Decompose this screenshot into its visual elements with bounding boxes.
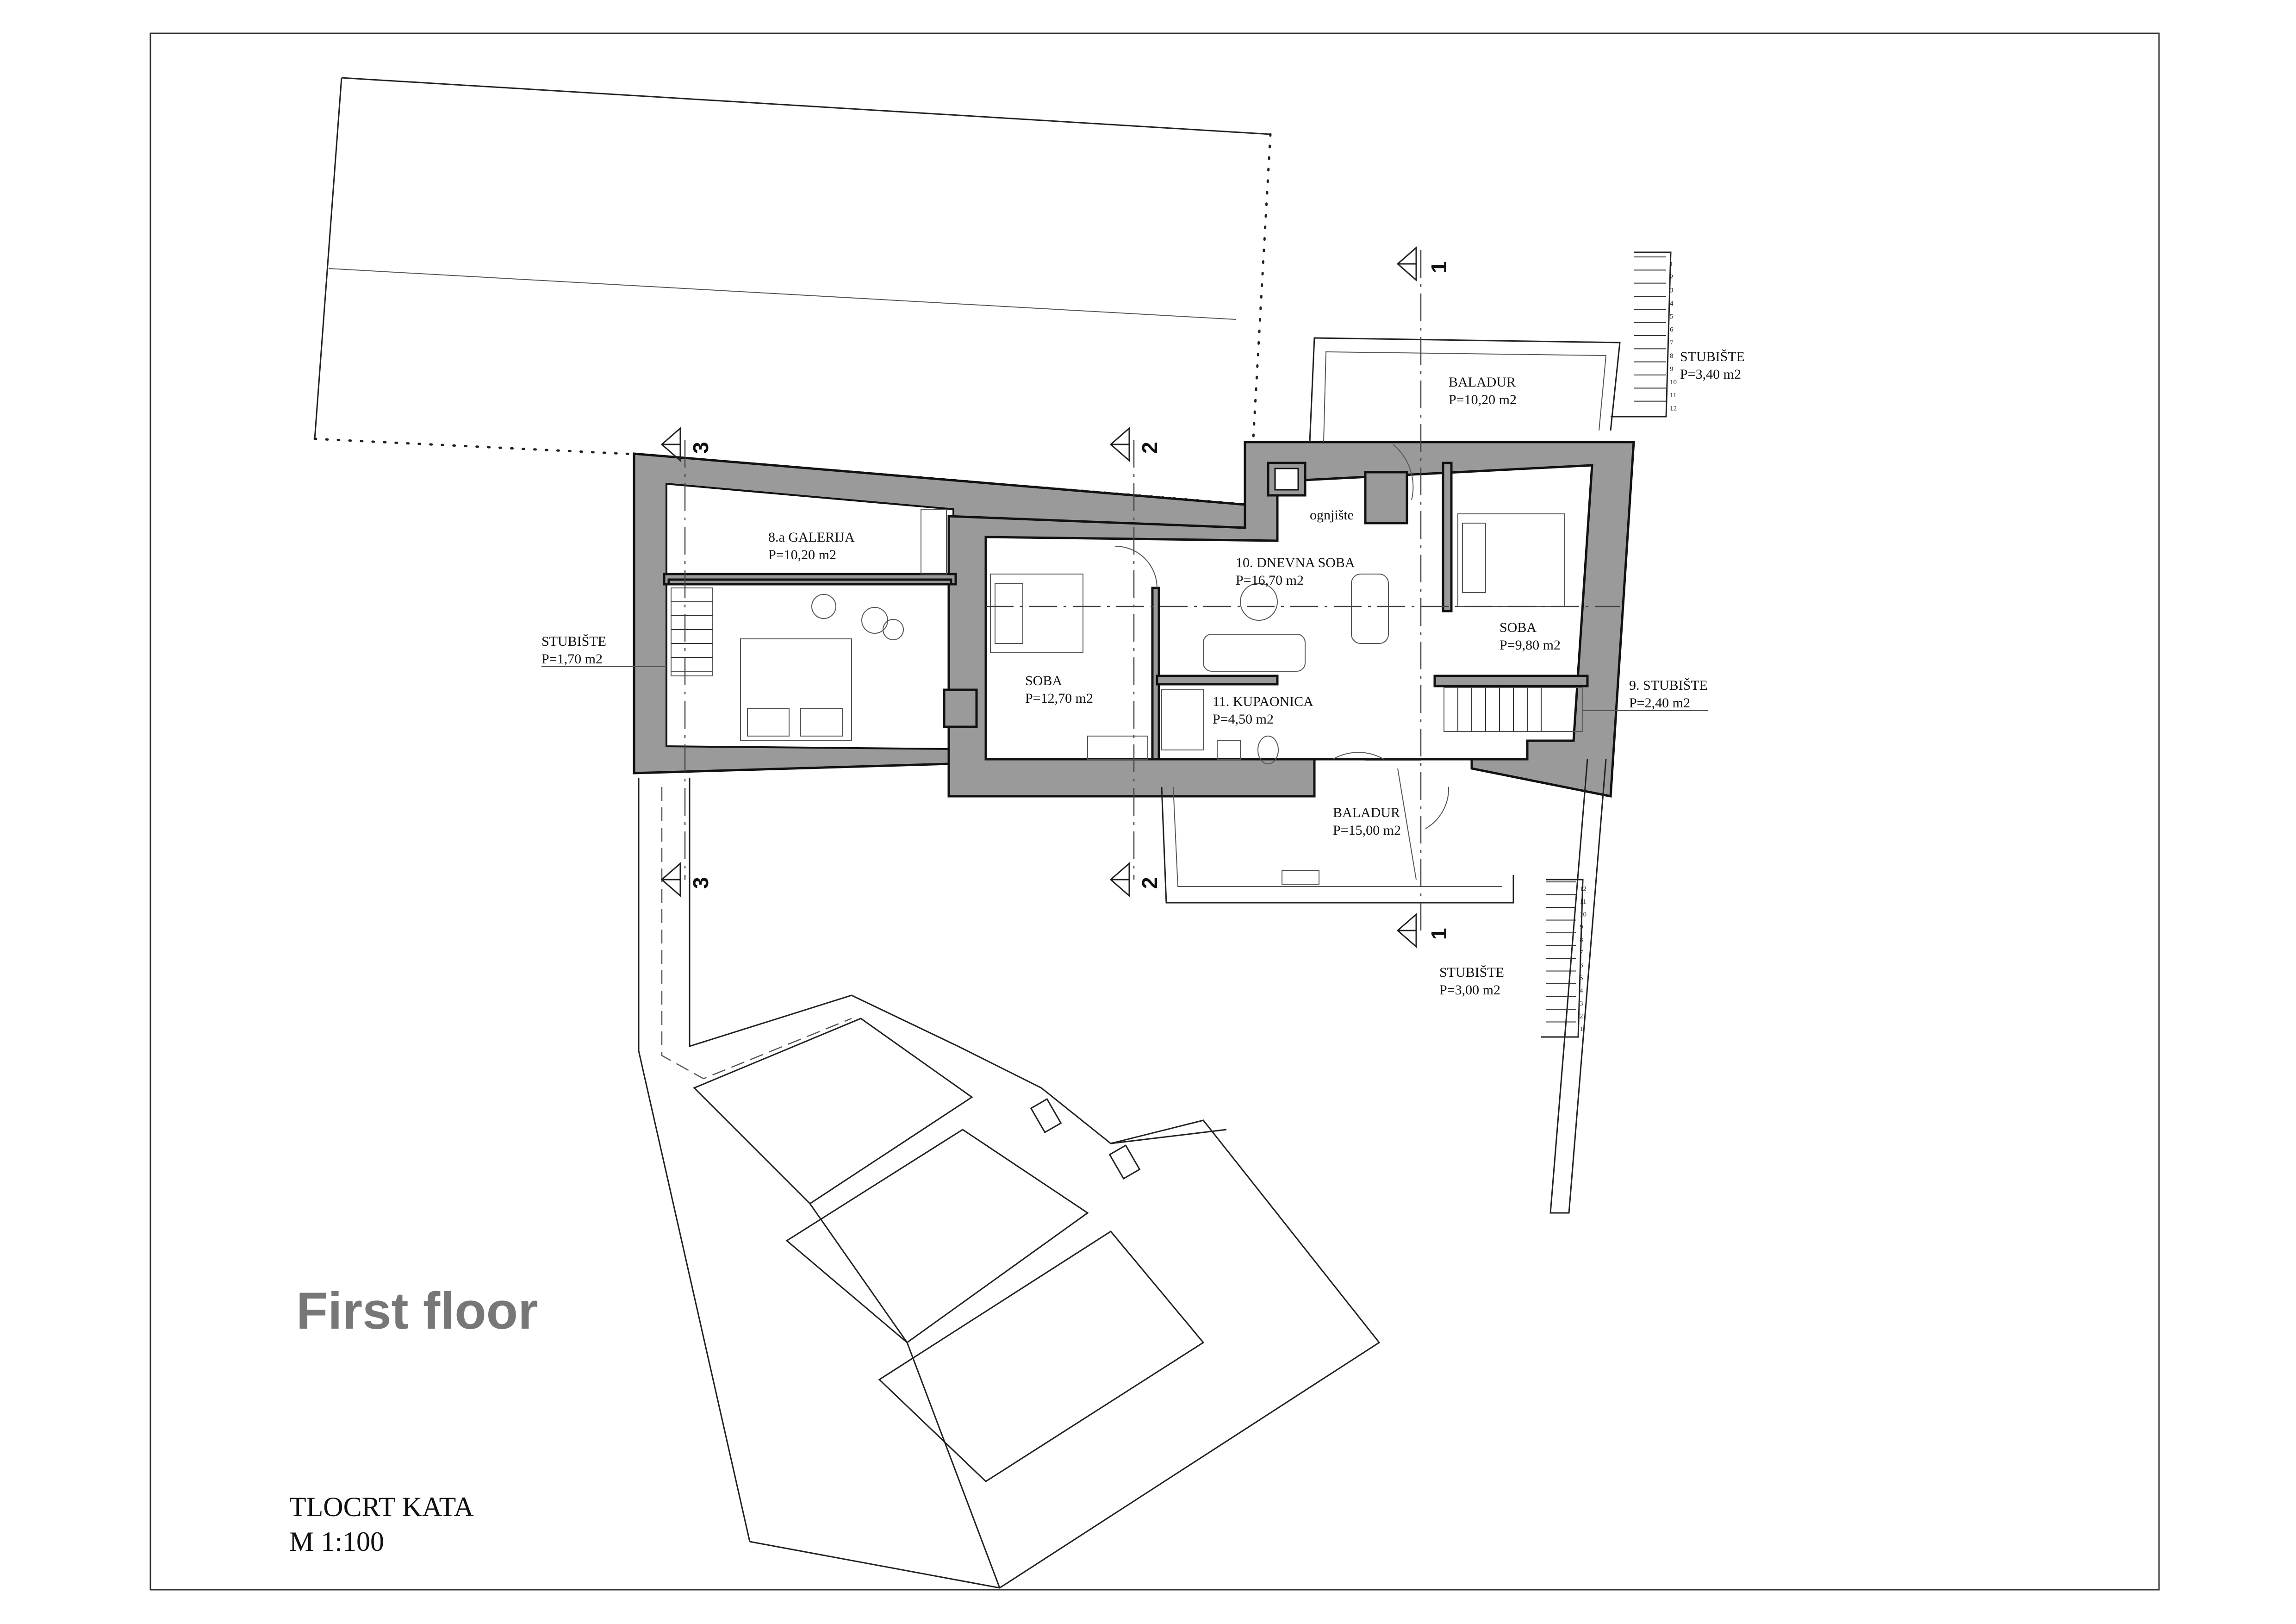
- stair-bottom-step-number: 5: [1580, 974, 1583, 982]
- section-1-label-bottom: 1: [1427, 928, 1451, 940]
- stair-top-step-number: 9: [1670, 366, 1674, 373]
- stubiste-9-area: P=2,40 m2: [1629, 695, 1690, 711]
- stair-bottom-step-number: 3: [1580, 1000, 1583, 1007]
- stair-top-step-number: 11: [1670, 392, 1676, 399]
- stair-top-step-number: 3: [1670, 287, 1674, 294]
- baladur-bottom-area: P=15,00 m2: [1333, 823, 1401, 838]
- section-1-label-top: 1: [1427, 261, 1451, 273]
- section-marker-2-top: 2: [1109, 426, 1162, 462]
- section-3-label-bottom: 3: [689, 877, 713, 889]
- external-stair-bottom-right: 12 11 10 9 8 7 6 5 4 3 2 1: [1541, 759, 1607, 1214]
- baladur-bottom-name: BALADUR: [1333, 805, 1400, 820]
- room-soba-right-name: SOBA: [1500, 620, 1537, 635]
- room-ognjiste-name: ognjište: [1310, 507, 1354, 523]
- furniture: [671, 509, 1565, 764]
- doors: [1115, 444, 1450, 880]
- exterior-walls: [633, 441, 1635, 798]
- interior-walls: [663, 462, 1589, 761]
- drawing-title: TLOCRT KATA: [289, 1492, 474, 1522]
- stair-bottom-step-number: 10: [1580, 911, 1587, 918]
- sheet-border: [149, 32, 2160, 1591]
- room-soba-left-name: SOBA: [1025, 673, 1062, 688]
- baladur-top-name: BALADUR: [1449, 375, 1516, 390]
- stubiste-top-right-area: P=3,40 m2: [1680, 367, 1741, 382]
- stair-bottom-step-number: 11: [1580, 898, 1586, 906]
- section-lines: [684, 250, 1620, 935]
- room-dnevna-area: P=16,70 m2: [1236, 573, 1304, 588]
- stair-top-step-number: 4: [1670, 300, 1674, 307]
- stubiste-bottom-right-area: P=3,00 m2: [1439, 982, 1500, 998]
- baladur-top-outline: [1309, 337, 1621, 443]
- room-kupaonica-name: 11. KUPAONICA: [1213, 694, 1313, 709]
- section-marker-2-bottom: 2: [1109, 862, 1162, 898]
- room-soba-left-area: P=12,70 m2: [1025, 691, 1093, 706]
- room-dnevna-name: 10. DNEVNA SOBA: [1236, 555, 1355, 570]
- section-3-label-top: 3: [689, 442, 713, 454]
- neighbour-building-bottom: [638, 778, 1381, 1589]
- baladur-bottom-outline: [1161, 787, 1514, 904]
- stair-bottom-step-number: 8: [1580, 936, 1583, 943]
- stair-top-step-number: 8: [1670, 352, 1674, 360]
- neighbour-roof-top: [313, 77, 1272, 506]
- stair-top-step-number: 5: [1670, 313, 1674, 320]
- section-2-label-bottom: 2: [1138, 877, 1162, 889]
- room-kupaonica-area: P=4,50 m2: [1213, 712, 1274, 727]
- stair-bottom-step-number: 6: [1580, 962, 1583, 969]
- baladur-top-area: P=10,20 m2: [1449, 392, 1517, 407]
- stair-top-step-number: 7: [1670, 339, 1674, 347]
- stair-bottom-step-number: 4: [1580, 987, 1583, 994]
- stair-bottom-step-number: 9: [1580, 924, 1583, 931]
- section-marker-3-bottom: 3: [660, 862, 713, 898]
- stair-top-step-number: 1: [1670, 261, 1674, 268]
- stubiste-bottom-right-name: STUBIŠTE: [1439, 965, 1504, 980]
- interior-stair-9: [1444, 687, 1583, 732]
- stubiste-left-name: STUBIŠTE: [541, 634, 606, 649]
- floor-label: First floor: [296, 1282, 538, 1340]
- stair-bottom-step-number: 1: [1580, 1025, 1583, 1033]
- room-galerija-area: P=10,20 m2: [768, 547, 836, 562]
- stair-top-step-number: 6: [1670, 326, 1674, 334]
- section-marker-3-top: 3: [660, 426, 713, 462]
- stair-bottom-step-number: 2: [1580, 1012, 1583, 1020]
- drawing-scale: M 1:100: [289, 1526, 384, 1557]
- section-2-label-top: 2: [1138, 442, 1162, 454]
- room-soba-right-area: P=9,80 m2: [1500, 637, 1561, 653]
- stubiste-9-name: 9. STUBIŠTE: [1629, 678, 1708, 693]
- section-marker-1-bottom: 1: [1396, 912, 1451, 949]
- stair-top-step-number: 2: [1670, 274, 1674, 281]
- stair-bottom-step-number: 12: [1580, 885, 1587, 893]
- stair-top-step-number: 12: [1670, 405, 1677, 412]
- stair-bottom-step-number: 7: [1580, 949, 1583, 956]
- section-marker-1-top: 1: [1396, 246, 1451, 282]
- room-galerija-name: 8.a GALERIJA: [768, 530, 855, 545]
- interior-stair-left: [671, 587, 713, 676]
- stubiste-top-right-name: STUBIŠTE: [1680, 349, 1745, 364]
- stair-top-step-number: 10: [1670, 379, 1677, 386]
- stubiste-left-area: P=1,70 m2: [541, 651, 603, 667]
